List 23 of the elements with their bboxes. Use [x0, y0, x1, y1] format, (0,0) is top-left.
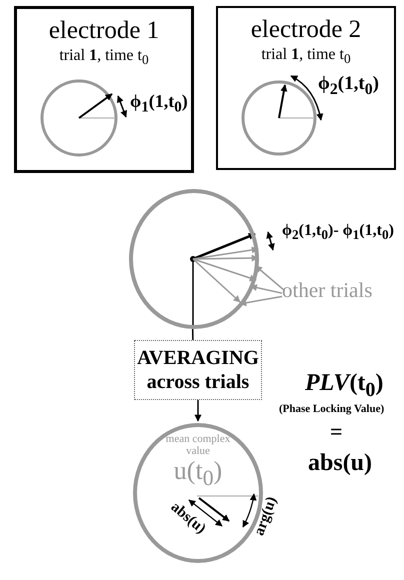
averaging-text: AVERAGING across trials: [136, 346, 260, 394]
arg-label: arg(u): [251, 494, 281, 538]
arrow: [194, 400, 202, 422]
panel-title: electrode 2: [250, 16, 362, 44]
connector-line: [192, 328, 194, 340]
mean-value-text: u(t$_{0}$): [172, 457, 224, 492]
mean-caption: mean complex value: [164, 433, 232, 458]
phase-label: ϕ$_{1}$(1,t$_{0}$): [130, 92, 188, 116]
unit-circle: [129, 189, 259, 329]
averaging-box: [134, 340, 262, 400]
leader-line: [255, 265, 284, 290]
electrode-panel: [216, 6, 396, 170]
plv-caption: (Phase Locking Value): [279, 403, 384, 416]
formula-text: abs(u): [308, 450, 372, 476]
electrode-panel: [14, 6, 194, 173]
phase-label: ϕ$_{2}$(1,t$_{0}$): [318, 74, 379, 98]
phase-difference-label: ϕ$_{2}$(1,t$_{0}$)- ϕ$_{1}$(1,t$_{0}$): [282, 222, 394, 243]
plv-label: PLV(t$_{0}$): [305, 370, 384, 401]
panel-title: electrode 1: [48, 17, 160, 44]
other-trials-text: other trials: [282, 280, 372, 301]
equals-sign: =: [330, 420, 343, 444]
trial-caption: trial 1, time t$_{0}$: [58, 47, 150, 68]
trial-caption: trial 1, time t$_{0}$: [260, 46, 352, 67]
